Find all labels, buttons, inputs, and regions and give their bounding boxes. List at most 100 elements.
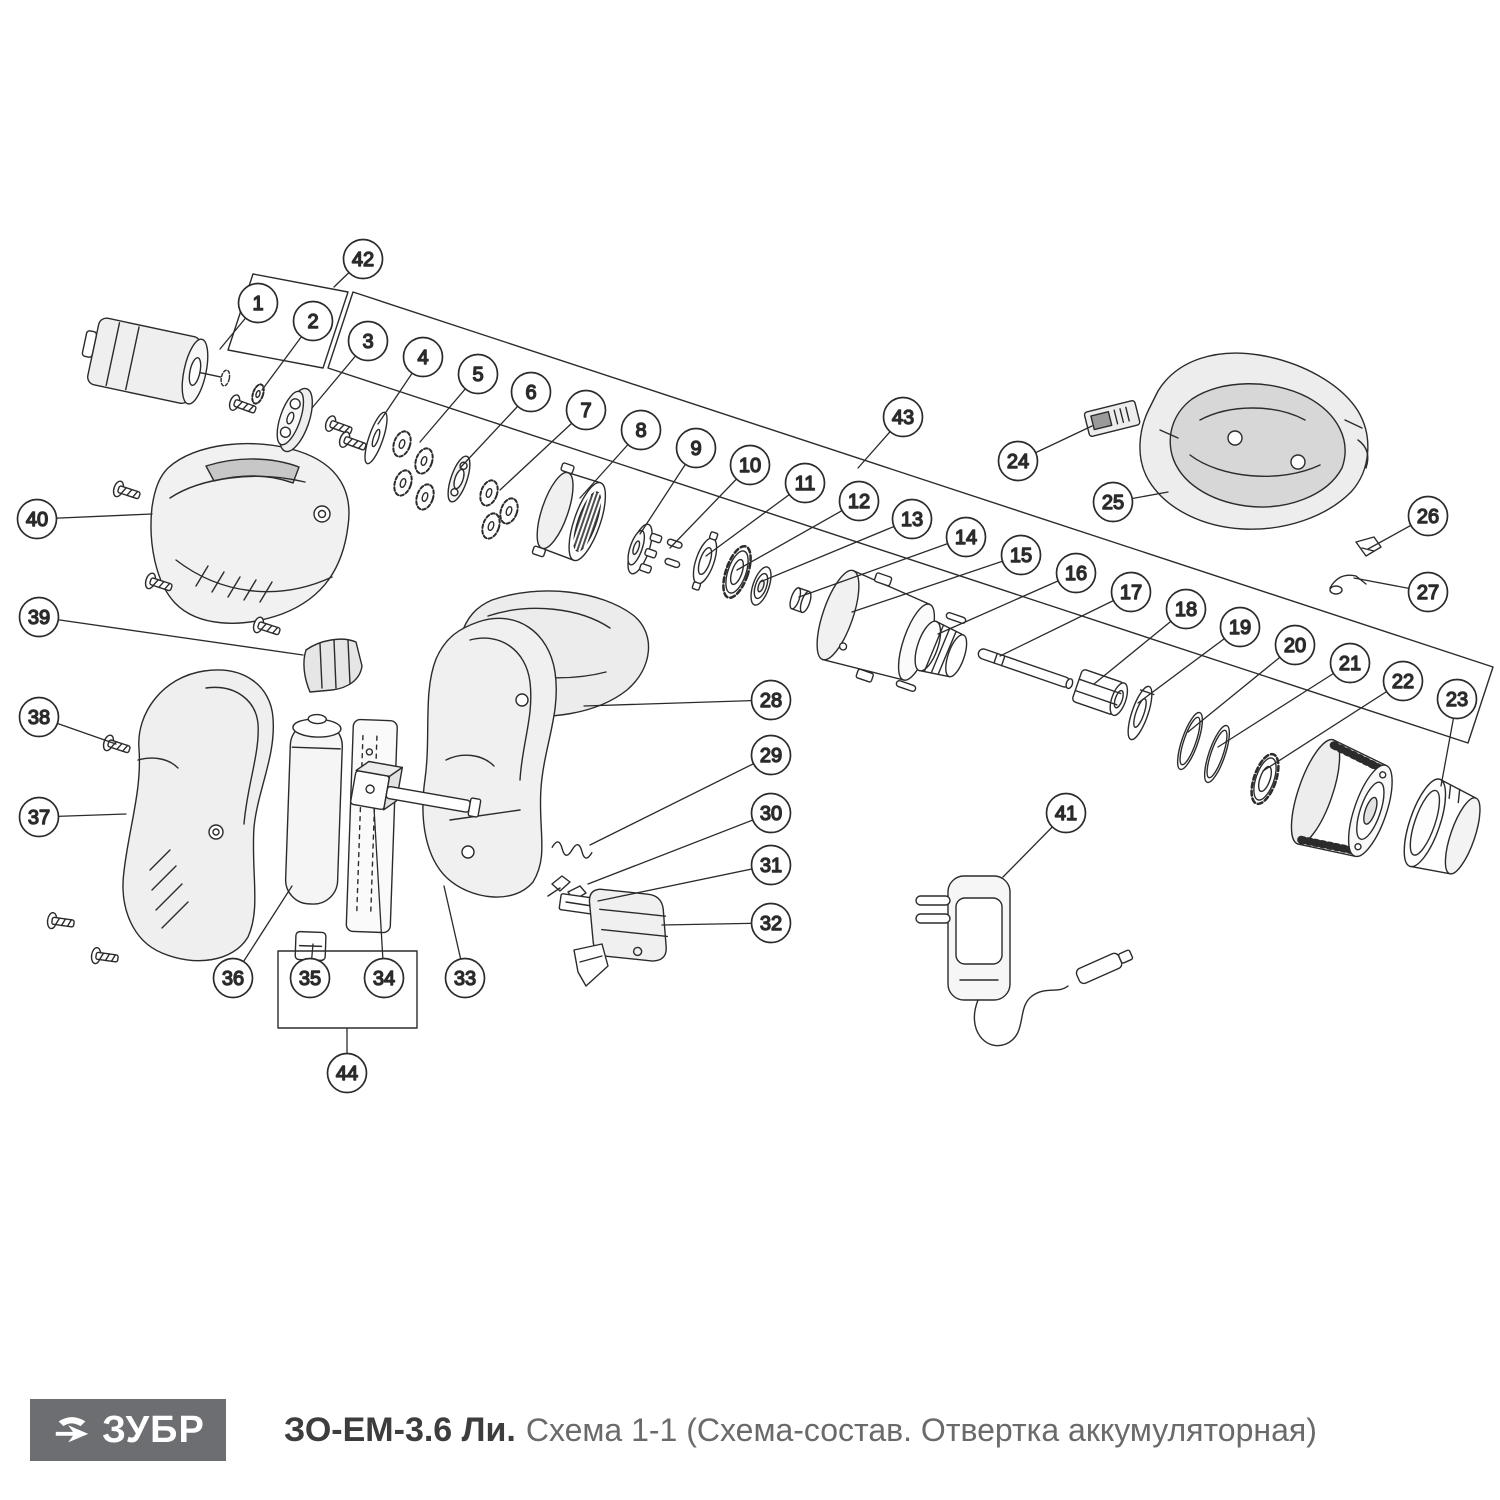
planet-gear	[415, 483, 435, 511]
output-shaft	[977, 648, 1074, 690]
leader-line-15	[851, 554, 1022, 613]
motor-pinion	[251, 383, 265, 405]
svg-text:43: 43	[892, 407, 914, 429]
svg-text:38: 38	[28, 707, 50, 729]
svg-text:35: 35	[299, 968, 321, 990]
svg-text:12: 12	[848, 491, 870, 513]
svg-text:24: 24	[1007, 451, 1029, 473]
planet-gear	[414, 447, 434, 475]
clutch-housing	[816, 569, 968, 683]
leader-line-30	[587, 812, 772, 885]
screw	[252, 616, 281, 636]
lock-spring	[1329, 574, 1367, 595]
callout-19: 19	[1219, 606, 1261, 648]
callout-5: 5	[457, 353, 499, 395]
svg-text:28: 28	[760, 690, 782, 712]
front-housing-left	[150, 442, 350, 624]
leader-line-11	[705, 482, 806, 557]
spring-ring	[1176, 711, 1204, 771]
svg-text:40: 40	[26, 509, 48, 531]
callout-10: 10	[729, 444, 771, 486]
callout-29: 29	[750, 734, 792, 776]
svg-text:26: 26	[1417, 506, 1439, 528]
svg-text:9: 9	[690, 438, 701, 460]
planet-gear	[481, 512, 501, 540]
screw	[324, 415, 353, 435]
callout-2: 2	[292, 300, 334, 342]
callout-28: 28	[750, 679, 792, 721]
svg-text:8: 8	[635, 420, 646, 442]
socket-wedge	[573, 943, 609, 987]
planet-gear	[479, 479, 499, 507]
leader-line-21	[1217, 662, 1351, 748]
svg-text:20: 20	[1284, 635, 1306, 657]
callout-7: 7	[565, 389, 607, 431]
callout-17: 17	[1110, 571, 1152, 613]
logo-text: ЗУБР	[102, 1409, 205, 1451]
motor	[81, 317, 231, 405]
svg-text:11: 11	[795, 473, 816, 495]
dowel-pin	[895, 680, 917, 692]
leader-line-28	[583, 699, 772, 707]
svg-text:4: 4	[417, 347, 428, 369]
callout-8: 8	[620, 409, 662, 451]
svg-text:29: 29	[760, 745, 782, 767]
switch-group-box	[277, 950, 418, 1029]
svg-text:17: 17	[1120, 582, 1142, 604]
svg-text:16: 16	[1065, 563, 1087, 585]
product-code: ЗО-ЕМ-3.6 Ли.	[284, 1410, 516, 1449]
callout-20: 20	[1274, 624, 1316, 666]
leader-line-29	[589, 754, 772, 846]
leader-line-14	[798, 536, 967, 598]
output-carrier	[627, 523, 663, 575]
screw	[338, 431, 367, 451]
screw	[228, 394, 257, 414]
callout-27: 27	[1407, 571, 1449, 613]
callout-40: 40	[16, 498, 58, 540]
svg-text:23: 23	[1446, 689, 1468, 711]
callout-41: 41	[1045, 792, 1087, 834]
spring-ring	[1203, 724, 1231, 784]
svg-text:31: 31	[760, 855, 782, 877]
pcb-connector	[1083, 400, 1141, 437]
planet-gear	[499, 497, 519, 525]
screw	[112, 480, 141, 500]
leader-line-19	[1137, 626, 1241, 704]
washer	[364, 411, 388, 465]
leader-line-31	[597, 864, 772, 902]
rear-housing-right	[1139, 352, 1369, 530]
callout-22: 22	[1382, 660, 1424, 702]
svg-text:30: 30	[760, 803, 782, 825]
svg-text:14: 14	[955, 527, 977, 549]
svg-text:6: 6	[525, 382, 536, 404]
callout-33: 33	[444, 957, 486, 999]
spider-ring	[691, 531, 719, 591]
callout-42: 42	[342, 238, 384, 280]
leader-line-34	[373, 807, 385, 979]
callout-11: 11	[784, 462, 826, 504]
svg-text:10: 10	[739, 455, 761, 477]
callout-layer: 4212345678910111213141516171819202122234…	[16, 238, 1478, 1094]
scheme-title: Схема 1-1 (Схема-состав. Отвертка аккуму…	[525, 1411, 1317, 1448]
svg-text:39: 39	[28, 607, 50, 629]
svg-text:42: 42	[352, 249, 374, 271]
callout-30: 30	[750, 792, 792, 834]
callout-26: 26	[1407, 495, 1449, 537]
leader-line-13	[759, 518, 913, 583]
svg-text:2: 2	[307, 311, 318, 333]
svg-text:7: 7	[580, 400, 591, 422]
leader-line-17	[999, 591, 1132, 657]
planet-gear	[393, 469, 413, 497]
callout-37: 37	[18, 796, 60, 838]
leader-line-22	[1262, 680, 1404, 772]
spring	[551, 841, 593, 859]
callout-34: 34	[363, 957, 405, 999]
callout-43: 43	[882, 396, 924, 438]
callout-13: 13	[891, 498, 933, 540]
callout-1: 1	[237, 282, 279, 324]
adjust-ring	[722, 544, 752, 600]
callout-21: 21	[1329, 642, 1371, 684]
footer: ЗУБР ЗО-ЕМ-3.6 Ли.Схема 1-1 (Схема-соста…	[30, 1398, 1480, 1462]
carrier-pins	[664, 538, 683, 569]
